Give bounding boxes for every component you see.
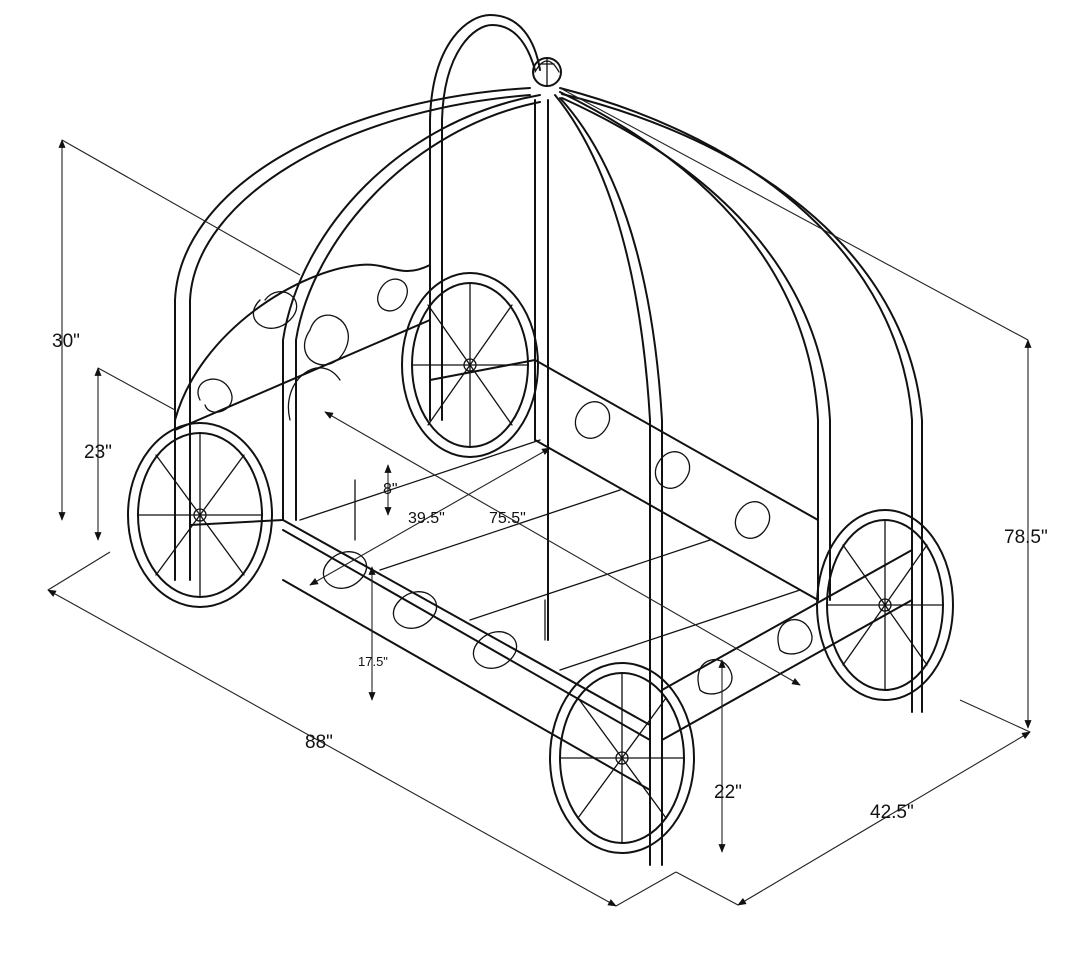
label-side-rail-height: 23"	[84, 442, 112, 463]
dim-extension	[97, 367, 176, 411]
dimension-labels: 30" 23" 8" 39.5" 75.5" 17.5" 88" 22" 42.…	[52, 331, 1048, 823]
label-rail-height: 17.5"	[358, 654, 388, 669]
dim-overall-width-line	[737, 731, 1031, 906]
wheel-front-left	[549, 662, 695, 854]
dim-extension	[61, 139, 301, 276]
wheel-rear-left	[127, 422, 273, 608]
canopy-arches	[174, 14, 923, 861]
dim-extension	[559, 87, 1029, 341]
label-inner-width: 39.5"	[408, 510, 445, 527]
label-overall-width: 42.5"	[870, 802, 914, 823]
label-inner-length: 75.5"	[489, 510, 526, 527]
dim-extension	[675, 871, 739, 906]
label-slat-clearance: 8"	[383, 481, 398, 498]
dim-extension	[47, 551, 111, 591]
dimension-lines	[47, 87, 1032, 907]
dim-extension	[615, 871, 677, 907]
dim-overall-length-line	[47, 589, 617, 907]
dim-inner-length-line	[324, 411, 801, 686]
bed-frame	[127, 14, 954, 866]
dim-extension	[959, 699, 1031, 733]
side-rails	[189, 359, 913, 791]
headboard	[174, 263, 431, 431]
wheel-rear-right	[401, 272, 539, 458]
legs	[174, 524, 923, 866]
label-overall-length: 88"	[305, 732, 333, 753]
wheel-front-right	[816, 509, 954, 701]
label-ground-clearance: 22"	[714, 782, 742, 803]
label-headboard-height: 30"	[52, 331, 80, 352]
label-overall-height: 78.5"	[1004, 527, 1048, 548]
slats	[299, 439, 801, 671]
